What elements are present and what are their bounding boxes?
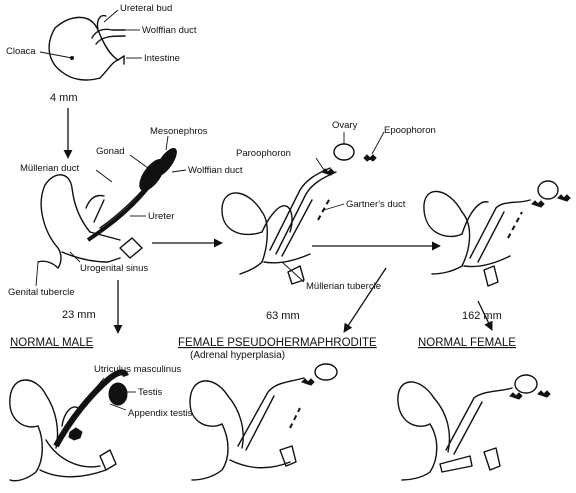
label-testis: Testis xyxy=(138,387,163,398)
stage-162mm-drawing xyxy=(423,180,571,287)
leader-mesonephros xyxy=(165,135,169,151)
caption-normal-female: NORMAL FEMALE xyxy=(418,337,516,349)
arrow-162-to-female xyxy=(477,300,493,331)
leader-mullerian-23 xyxy=(95,169,113,183)
label-gonad: Gonad xyxy=(96,146,125,157)
label-cloaca: Cloaca xyxy=(6,46,36,57)
label-intestine: Intestine xyxy=(144,53,180,64)
leader-cloaca xyxy=(39,51,73,59)
stage-4mm-drawing xyxy=(48,14,126,81)
leader-mullerian-tubercle xyxy=(281,261,305,283)
label-paroophoron: Paroophoron xyxy=(236,148,291,159)
size-162mm: 162 mm xyxy=(462,310,502,322)
label-gartners-duct-line1: Gartner's duct xyxy=(346,199,406,210)
label-mesonephros: Mesonephros xyxy=(150,126,208,137)
caption-normal-male: NORMAL MALE xyxy=(10,337,94,349)
leader-ureteral-bud xyxy=(103,9,119,23)
leader-paroophoron xyxy=(315,157,325,171)
leader-gartners xyxy=(323,203,345,211)
label-utriculus-masculinus: Utriculus masculinus xyxy=(94,364,181,375)
leader-epoophoron xyxy=(371,131,385,155)
size-63mm: 63 mm xyxy=(266,310,300,322)
arrow-63-to-pseudo xyxy=(343,267,387,333)
label-mullerian-duct-23mm: Müllerian duct xyxy=(20,163,79,174)
label-ureteral-bud: Ureteral bud xyxy=(120,3,172,14)
label-ovary: Ovary xyxy=(332,120,358,131)
label-wolffian-duct-4mm: Wolffian duct xyxy=(142,25,197,36)
label-mullerian-tubercle: Müllerian tubercle xyxy=(306,281,381,292)
label-epoophoron: Epoophoron xyxy=(384,125,436,136)
leader-utriculus xyxy=(83,377,105,403)
label-wolffian-duct-23mm: Wolffian duct xyxy=(188,165,243,176)
leader-gonad xyxy=(129,154,149,169)
size-23mm: 23 mm xyxy=(62,309,96,321)
label-urogenital-sinus: Urogenital sinus xyxy=(80,263,148,274)
leader-urogenital xyxy=(69,251,81,263)
leader-genital-tubercle xyxy=(35,261,39,287)
caption-female-pseudohermaphrodite: FEMALE PSEUDOHERMAPHRODITE xyxy=(178,337,377,349)
leader-wolffian-23 xyxy=(171,169,187,173)
caption-adrenal-hyperplasia: (Adrenal hyperplasia) xyxy=(190,350,285,361)
female-pseudo-drawing xyxy=(189,363,338,481)
label-genital-tubercle: Genital tubercle xyxy=(8,287,75,298)
label-appendix-testis: Appendix testis xyxy=(128,408,193,419)
normal-male-drawing xyxy=(9,369,129,482)
stage-23mm-drawing xyxy=(37,147,177,269)
size-4mm: 4 mm xyxy=(50,92,78,104)
stage-63mm-drawing xyxy=(221,143,377,285)
normal-female-drawing xyxy=(397,374,551,481)
leader-appendix-testis xyxy=(109,403,127,411)
label-ureter: Ureter xyxy=(148,211,174,222)
